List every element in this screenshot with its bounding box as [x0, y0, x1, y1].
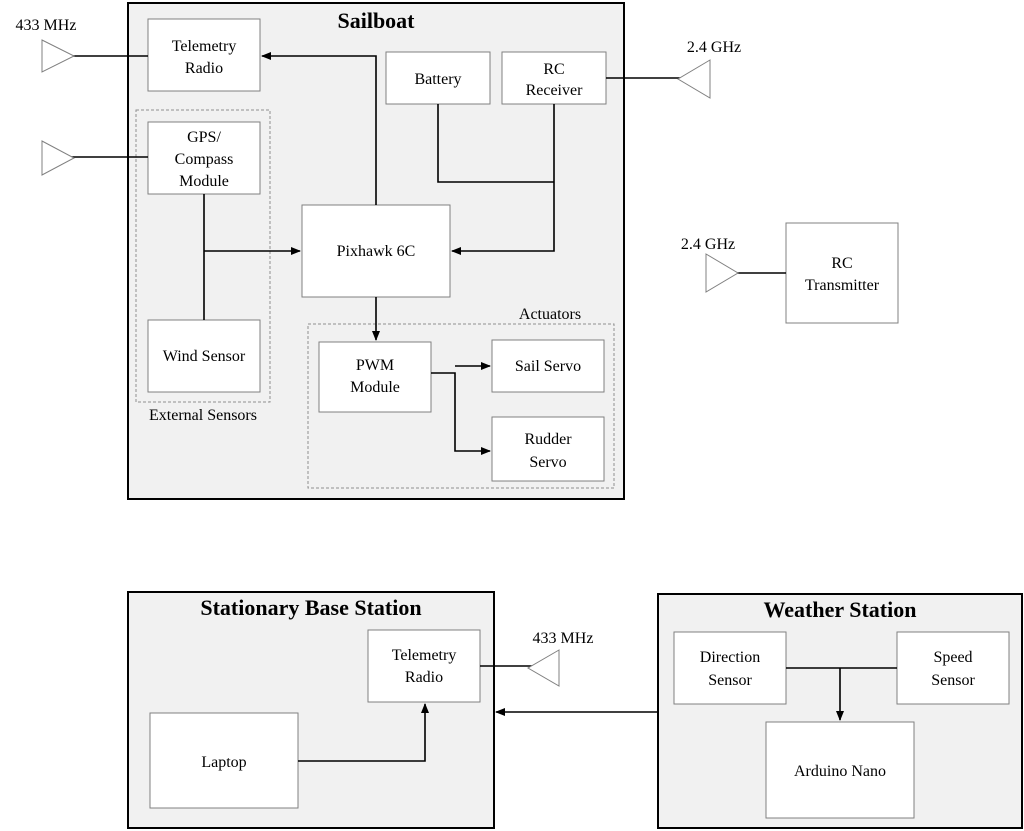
sail-servo-box	[491, 339, 605, 393]
wind-sensor-label: Wind Sensor	[163, 348, 246, 365]
pwm-module-line1: PWM	[356, 357, 394, 374]
sailboat-telemetry-radio-box	[147, 18, 261, 92]
pwm-module-box	[318, 341, 432, 413]
speed-sensor-line2: Sensor	[931, 672, 975, 689]
sail-servo-label: Sail Servo	[515, 358, 581, 375]
sailboat-telemetry-radio-line1: Telemetry	[172, 38, 237, 55]
external-sensors-label: External Sensors	[149, 407, 257, 424]
base-telemetry-radio-line1: Telemetry	[392, 647, 457, 664]
speed-sensor-line1: Speed	[933, 649, 972, 666]
rc-receiver-line2: Receiver	[526, 82, 584, 99]
actuators-group	[307, 323, 615, 489]
base-antenna-icon	[527, 649, 560, 687]
pixhawk-label: Pixhawk 6C	[337, 243, 416, 260]
telemetry-freq-label: 433 MHz	[16, 17, 77, 34]
base-station-title: Stationary Base Station	[200, 595, 421, 620]
direction-sensor-line1: Direction	[700, 649, 760, 666]
gps-compass-line1: GPS/	[187, 129, 221, 146]
gps-compass-line2: Compass	[175, 151, 234, 168]
receiver-to-pixhawk-arrow	[451, 104, 555, 255]
rudder-servo-line1: Rudder	[524, 431, 572, 448]
receiver-freq-label: 2.4 GHz	[687, 39, 741, 56]
arduino-box	[765, 721, 915, 819]
rc-transmitter-line1: RC	[831, 255, 852, 272]
pixhawk-to-telemetry-arrow	[261, 52, 377, 205]
gps-compass-box	[147, 121, 261, 195]
weather-station-title: Weather Station	[764, 597, 917, 622]
pwm-module-line2: Module	[350, 379, 400, 396]
transmitter-antenna-icon	[705, 253, 739, 293]
battery-wire	[437, 104, 554, 183]
base-telemetry-radio-box	[367, 629, 481, 703]
laptop-label: Laptop	[201, 754, 246, 771]
pwm-to-rudder-arrow	[431, 372, 491, 455]
arduino-label: Arduino Nano	[794, 763, 886, 780]
base-freq-label: 433 MHz	[533, 630, 594, 647]
transmitter-freq-label: 2.4 GHz	[681, 236, 735, 253]
external-sensors-group	[135, 109, 271, 403]
wind-sensor-box	[147, 319, 261, 393]
rc-transmitter-line2: Transmitter	[805, 277, 880, 294]
battery-label: Battery	[414, 71, 461, 88]
sailboat-title: Sailboat	[337, 8, 415, 33]
receiver-antenna-icon	[677, 59, 711, 99]
rc-transmitter-box	[785, 222, 899, 324]
direction-sensor-box	[673, 631, 787, 705]
gps-compass-line3: Module	[179, 173, 229, 190]
base-telemetry-radio-line2: Radio	[405, 669, 443, 686]
speed-sensor-box	[896, 631, 1010, 705]
telemetry-antenna-icon	[41, 39, 76, 73]
gps-antenna-icon	[41, 140, 76, 176]
sailboat-telemetry-radio-line2: Radio	[185, 60, 223, 77]
laptop-to-telemetry-arrow	[298, 703, 429, 762]
rudder-servo-box	[491, 416, 605, 482]
rudder-servo-line2: Servo	[529, 454, 566, 471]
rc-receiver-box	[501, 51, 607, 105]
direction-sensor-line2: Sensor	[708, 672, 752, 689]
rc-receiver-line1: RC	[543, 61, 564, 78]
pixhawk-box	[301, 204, 451, 298]
laptop-box	[149, 712, 299, 809]
actuators-label: Actuators	[519, 306, 581, 323]
